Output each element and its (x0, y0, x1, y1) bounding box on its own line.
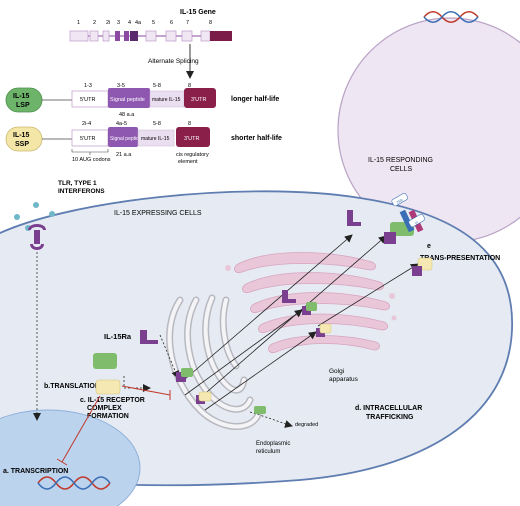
ssp-utr3-label: 3'UTR (184, 136, 199, 142)
expressing-cell (0, 190, 513, 487)
svg-text:7: 7 (186, 20, 189, 26)
ssp-segment-numbers: 2i-4 4a-5 5-8 8 (82, 121, 191, 127)
gene-bar (69, 30, 232, 42)
golgi-label-1: Golgi (329, 368, 344, 375)
cis-note-2: element (178, 159, 198, 165)
svg-text:5-8: 5-8 (153, 121, 161, 127)
svg-text:2: 2 (93, 20, 96, 26)
tlr-label-1: TLR, TYPE 1 (58, 180, 97, 187)
svg-text:4a-5: 4a-5 (116, 121, 127, 127)
il15-protein-ssp (95, 379, 121, 395)
nucleus (0, 409, 141, 506)
lsp-segment-numbers: 1-3 3-5 5-8 8 (84, 83, 191, 89)
aug-bracket (71, 149, 109, 155)
pathway-arrows (123, 234, 419, 428)
il15ra-golgi-icon (282, 290, 296, 303)
svg-text:8: 8 (188, 83, 191, 89)
complex-label-3: FORMATION (87, 413, 129, 420)
lsp-signal-label: Signal peptide (110, 97, 145, 103)
ssp-utr5-label: 5'UTR (80, 136, 95, 142)
nucleus-dna-icon (37, 476, 111, 490)
svg-text:4: 4 (128, 20, 131, 26)
trafficking-label-2: TRAFFICKING (366, 414, 414, 421)
svg-text:6: 6 (170, 20, 173, 26)
receptor-chain-b: γc (414, 220, 419, 225)
trans-presentation-label: TRANS-PRESENTATION (420, 255, 500, 262)
tlr-receptor-icon (28, 224, 46, 250)
golgi-complex-2 (316, 323, 332, 337)
transcription-label: a. TRANSCRIPTION (3, 468, 68, 475)
tlr-label-2: INTERFERONS (58, 188, 105, 195)
lsp-signal-peptide (108, 88, 150, 108)
ssp-badge-label-2: SSP (15, 141, 29, 148)
ssp-half-life: shorter half-life (231, 135, 282, 142)
complex-label-1: c. IL-15 RECEPTOR (80, 397, 145, 404)
receptor-chain-a: 2Rb (396, 198, 404, 205)
svg-text:4a: 4a (135, 20, 142, 26)
lsp-utr3 (184, 88, 216, 108)
ssp-peptide-length: 21 a.a (116, 152, 132, 158)
svg-text:5-8: 5-8 (153, 83, 161, 89)
svg-text:8: 8 (188, 121, 191, 127)
golgi-complex-1 (302, 302, 317, 315)
expressing-cells-label: IL-15 EXPRESSING CELLS (114, 210, 202, 217)
svg-text:3: 3 (117, 20, 120, 26)
er-label-1: Endoplasmic (256, 441, 290, 447)
lsp-badge-label-1: IL-15 (13, 93, 29, 100)
trans-letter: e (427, 243, 431, 250)
lsp-utr3-label: 3'UTR (191, 97, 206, 103)
responding-cells-label-2: CELLS (390, 166, 413, 173)
svg-text:5: 5 (152, 20, 155, 26)
splicing-label: Alternate Splicing (148, 58, 199, 65)
gene-exon-labels: 1 2 2i 3 4 4a 5 6 7 8 (77, 20, 212, 26)
ssp-utr3 (176, 127, 210, 147)
responding-cells-label-1: IL-15 RESPONDING (368, 157, 433, 164)
inhibition-lines (56, 385, 171, 466)
svg-text:1-3: 1-3 (84, 83, 92, 89)
er-complex-2 (196, 391, 212, 404)
svg-text:3-5: 3-5 (117, 83, 125, 89)
il15ra-icon (140, 330, 158, 344)
lsp-mature-label: mature IL-15 (152, 97, 181, 103)
cis-note-1: cis regulatory (176, 152, 209, 158)
svg-text:2i: 2i (106, 20, 110, 26)
er-lumen (167, 296, 260, 429)
ssp-mature (137, 129, 175, 147)
il15-protein-lsp (93, 353, 117, 369)
er-label-2: reticulum (256, 449, 280, 455)
ssp-signal-label: Signal peptide (110, 136, 142, 142)
membrane-il15ra (347, 210, 361, 226)
degraded-label: degraded (295, 422, 318, 428)
responding-dna-icon (423, 11, 479, 23)
ssp-badge-label-1: IL-15 (13, 132, 29, 139)
golgi-label-2: apparatus (329, 376, 359, 383)
complex-label-2: COMPLEX (87, 405, 122, 412)
lsp-half-life: longer half-life (231, 96, 279, 103)
lsp-peptide-length: 48 a.a (119, 112, 135, 118)
trafficking-label-1: d. INTRACELLULAR (355, 405, 422, 412)
ssp-signal-peptide (108, 127, 138, 147)
svg-text:1: 1 (77, 20, 80, 26)
receptor-complex: 2Rb γc (384, 192, 433, 276)
svg-text:8: 8 (209, 20, 212, 26)
aug-note: 10 AUG codons (72, 157, 111, 163)
svg-text:2i-4: 2i-4 (82, 121, 91, 127)
translation-label: b.TRANSLATION (44, 383, 100, 390)
er-complex-1 (176, 368, 193, 382)
lsp-badge-label-2: LSP (16, 102, 30, 109)
lsp-utr5-label: 5'UTR (80, 97, 95, 103)
gene-title: IL-15 Gene (180, 9, 216, 16)
ssp-mature-label: mature IL-15 (141, 136, 170, 142)
degraded-protein (254, 406, 266, 414)
il15ra-label: IL-15Ra (104, 332, 132, 341)
